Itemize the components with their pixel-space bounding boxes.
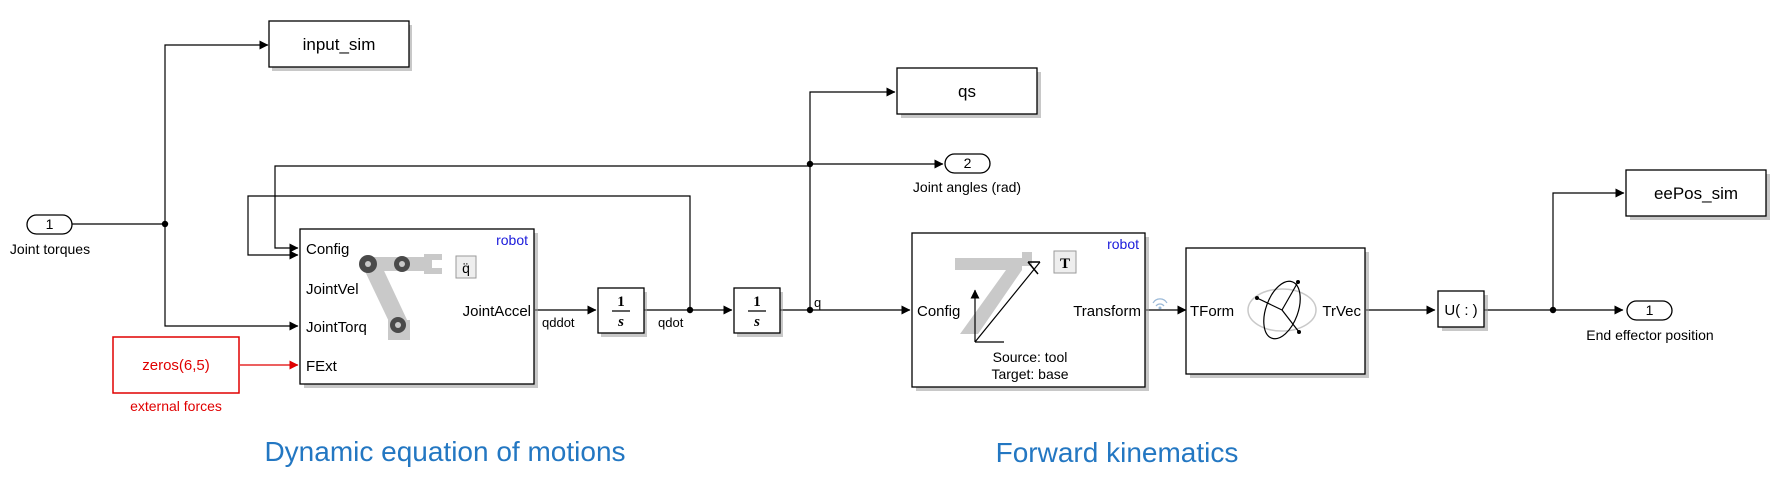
wire-to-eepos-sim[interactable] [1552, 188, 1625, 310]
inport-label: Joint torques [10, 241, 90, 257]
outport-number: 2 [964, 155, 972, 171]
to-workspace-input-sim[interactable]: input_sim [268, 20, 412, 71]
integrator-1[interactable]: 1 s [597, 287, 647, 337]
constant-value: zeros(6,5) [142, 357, 210, 374]
wire-config-feedback[interactable] [274, 165, 810, 253]
qddot-symbol: q̈ [462, 260, 470, 276]
reshape-label: U( : ) [1444, 302, 1477, 319]
reshape-block[interactable]: U( : ) [1437, 290, 1488, 331]
target-label: Target: base [991, 366, 1068, 382]
wire-to-qs[interactable] [809, 87, 896, 310]
port-jointtorq: JointTorq [306, 319, 367, 336]
to-workspace-qs[interactable]: qs [896, 67, 1041, 118]
signal-label-qdot: qdot [658, 315, 684, 330]
wire-qdot-feedback[interactable] [247, 195, 691, 310]
robot-tag: robot [496, 232, 528, 248]
branch-point [806, 306, 814, 314]
rotation-frame-icon [1247, 280, 1317, 340]
robot-frame-icon: T [955, 250, 1077, 343]
wire-to-jointtorq[interactable] [164, 224, 299, 331]
block-label: input_sim [303, 35, 376, 54]
transform-symbol: T [1060, 256, 1070, 272]
tform2trvec-block[interactable]: TForm TrVec [1185, 247, 1369, 378]
source-label: Source: tool [993, 349, 1068, 365]
port-jointvel: JointVel [306, 281, 359, 298]
port-fext: FExt [306, 358, 338, 375]
integrator-2[interactable]: 1 s [733, 287, 783, 337]
get-transform-block[interactable]: robot Config Transform T Source: tool Ta… [911, 232, 1149, 391]
annotation-dynamics: Dynamic equation of motions [264, 436, 625, 467]
outport-label: Joint angles (rad) [913, 179, 1021, 195]
signal-lines [72, 40, 1625, 370]
integrator-den: s [753, 314, 760, 330]
annotation-kinematics: Forward kinematics [996, 437, 1239, 468]
block-label: qs [958, 82, 976, 101]
inport-joint-torques[interactable]: 1 [26, 214, 73, 235]
integrator-num: 1 [753, 294, 761, 310]
signal-logging-icon [1152, 298, 1168, 310]
port-tform: TForm [1190, 303, 1234, 320]
wire-to-input-sim[interactable] [164, 40, 269, 224]
integrator-num: 1 [617, 294, 625, 310]
port-config: Config [917, 303, 960, 320]
robot-tag: robot [1107, 236, 1139, 252]
outport-end-effector[interactable]: 1 [1626, 300, 1673, 321]
to-workspace-eepos-sim[interactable]: eePos_sim [1625, 169, 1770, 220]
branch-point [686, 306, 694, 314]
port-trvec: TrVec [1322, 303, 1361, 320]
outport-number: 1 [1646, 302, 1654, 318]
branch-point [1549, 306, 1557, 314]
robot-arm-icon: q̈ [359, 254, 477, 340]
outport-label: End effector position [1586, 327, 1713, 343]
block-label: eePos_sim [1654, 184, 1738, 203]
port-transform: Transform [1073, 303, 1141, 320]
integrator-den: s [617, 314, 624, 330]
constant-label: external forces [130, 398, 222, 414]
port-jointaccel: JointAccel [463, 303, 531, 320]
inport-number: 1 [46, 216, 54, 232]
signal-label-q: q [814, 295, 821, 310]
branch-point [161, 220, 169, 228]
forward-dynamics-block[interactable]: robot Config JointVel JointTorq FExt Joi… [299, 228, 538, 388]
constant-zeros-block[interactable]: zeros(6,5) [112, 336, 240, 394]
signal-label-qddot: qddot [542, 315, 575, 330]
outport-joint-angles[interactable]: 2 [944, 153, 991, 174]
port-config: Config [306, 241, 349, 258]
